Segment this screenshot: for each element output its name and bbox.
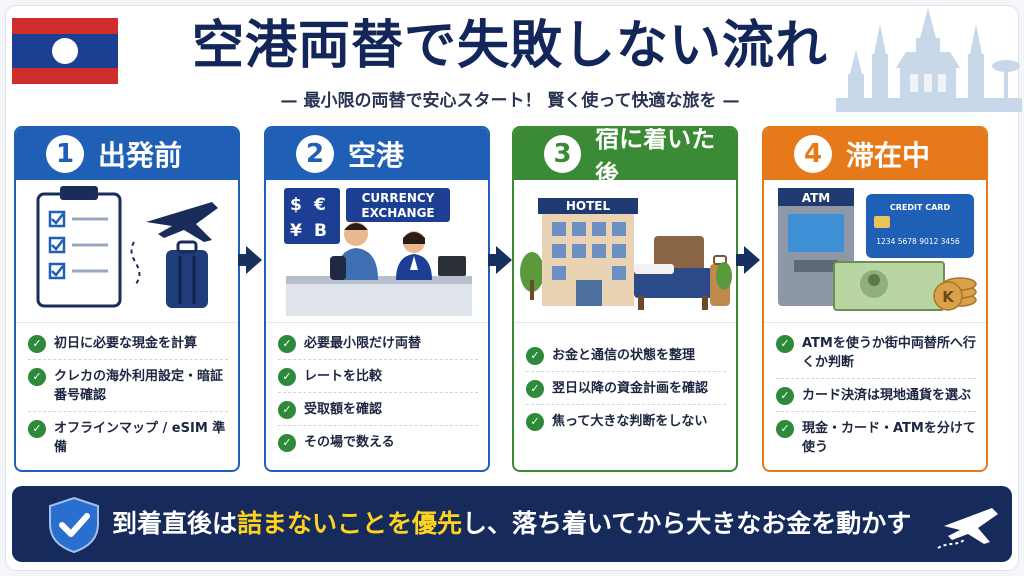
- summary-text-after: し、落ち着いてから大きなお金を動かす: [462, 509, 912, 538]
- step-card-2: 2 空港 $ € ¥ B CURRENCY EXCHANGE ✓ 必要最小限だけ両…: [264, 126, 490, 472]
- step-checklist: ✓ ATMを使うか街中両替所へ行くか判断 ✓ カード決済は現地通貨を選ぶ ✓ 現金・カ…: [764, 322, 986, 463]
- flow-arrow-tail: [736, 254, 746, 266]
- list-item: ✓ オフラインマップ / eSIM 準備: [28, 412, 228, 463]
- flow-arrow-icon: [744, 246, 760, 274]
- check-icon: ✓: [278, 434, 296, 452]
- currency-euro: €: [313, 195, 326, 215]
- item-text: 焦って大きな判断をしない: [552, 414, 708, 429]
- step-title: 空港: [348, 139, 405, 172]
- list-item: ✓ その場で数える: [278, 426, 478, 458]
- page-subtitle: — 最小限の両替で安心スタート！ 賢く使って快適な旅を —: [280, 91, 740, 111]
- item-text: オフラインマップ / eSIM 準備: [54, 421, 226, 455]
- item-text: お金と通信の状態を整理: [552, 348, 696, 363]
- list-item: ✓ 翌日以降の資金計画を確認: [526, 372, 726, 405]
- temple-skyline-icon: [836, 8, 1022, 112]
- step-checklist: ✓ 必要最小限だけ両替 ✓ レートを比較 ✓ 受取額を確認 ✓ その場で数える: [266, 322, 488, 458]
- airport-exchange-counter-illustration: $ € ¥ B CURRENCY EXCHANGE: [284, 188, 472, 316]
- check-icon: ✓: [28, 335, 46, 353]
- page-title: 空港両替で失敗しない流れ: [191, 16, 828, 76]
- item-text: レートを比較: [304, 369, 383, 384]
- card-number: 1234 5678 9012 3456: [876, 237, 960, 246]
- atm-card-cash-illustration: ATM CREDIT CARD 1234 5678 9012 3456 K: [778, 188, 977, 311]
- summary-banner: 到着直後は詰まないことを優先し、落ち着いてから大きなお金を動かす: [12, 486, 1012, 562]
- item-text: クレカの海外利用設定・暗証番号確認: [54, 369, 224, 403]
- summary-text-highlight: 詰まないことを優先: [237, 509, 463, 538]
- laos-flag-icon: [12, 18, 118, 84]
- list-item: ✓ レートを比較: [278, 360, 478, 393]
- item-text: ATMを使うか街中両替所へ行くか判断: [802, 336, 976, 370]
- hotel-sign: HOTEL: [566, 199, 611, 213]
- list-item: ✓ 焦って大きな判断をしない: [526, 405, 726, 437]
- atm-label: ATM: [802, 191, 830, 205]
- step-header: 4 滞在中: [764, 128, 986, 180]
- check-icon: ✓: [526, 413, 544, 431]
- step-title: 滞在中: [846, 139, 931, 172]
- list-item: ✓ お金と通信の状態を整理: [526, 339, 726, 372]
- check-icon: ✓: [278, 335, 296, 353]
- check-icon: ✓: [526, 347, 544, 365]
- step-checklist: ✓ お金と通信の状態を整理 ✓ 翌日以降の資金計画を確認 ✓ 焦って大きな判断をしない: [514, 322, 736, 437]
- hotel-bed-illustration: HOTEL: [520, 198, 732, 310]
- step-number: 3: [544, 135, 582, 173]
- flow-arrow-tail: [238, 254, 248, 266]
- summary-text-before: 到着直後は: [112, 509, 238, 538]
- exchange-sign-line1: CURRENCY: [362, 191, 435, 205]
- list-item: ✓ 現金・カード・ATMを分けて使う: [776, 412, 976, 463]
- flow-arrow-icon: [246, 246, 262, 274]
- list-item: ✓ 受取額を確認: [278, 393, 478, 426]
- check-icon: ✓: [776, 335, 794, 353]
- check-icon: ✓: [28, 368, 46, 386]
- step-card-3: 3 宿に着いた後 HOTEL ✓ お金と通信の状態を整理 ✓ 翌日以降の資金計画を確…: [512, 126, 738, 472]
- step-number: 4: [794, 135, 832, 173]
- item-text: 現金・カード・ATMを分けて使う: [802, 421, 976, 455]
- step-number: 2: [296, 135, 334, 173]
- step-header: 2 空港: [266, 128, 488, 180]
- item-text: カード決済は現地通貨を選ぶ: [802, 388, 972, 403]
- list-item: ✓ 初日に必要な現金を計算: [28, 327, 228, 360]
- currency-yen: ¥: [290, 221, 302, 241]
- check-icon: ✓: [28, 420, 46, 438]
- airplane-icon: [937, 508, 998, 549]
- item-text: 必要最小限だけ両替: [304, 336, 422, 351]
- step-title: 出発前: [98, 139, 183, 172]
- item-text: 初日に必要な現金を計算: [54, 336, 198, 351]
- summary-text: 到着直後は詰まないことを優先し、落ち着いてから大きなお金を動かす: [112, 486, 922, 562]
- check-icon: ✓: [278, 368, 296, 386]
- step-checklist: ✓ 初日に必要な現金を計算 ✓ クレカの海外利用設定・暗証番号確認 ✓ オフラインマッ…: [16, 322, 238, 463]
- currency-dollar: $: [290, 195, 302, 215]
- check-icon: ✓: [278, 401, 296, 419]
- kip-coin-symbol: K: [942, 288, 955, 306]
- step-card-1: 1 出発前 ✓ 初日に必要な現金を計算 ✓ クレカの海外利用設定・暗証番号確認 ✓ オ…: [14, 126, 240, 472]
- list-item: ✓ カード決済は現地通貨を選ぶ: [776, 379, 976, 412]
- item-text: 翌日以降の資金計画を確認: [552, 381, 709, 396]
- step-card-4: 4 滞在中 ATM CREDIT CARD 1234 5678 9012 345…: [762, 126, 988, 472]
- card-label: CREDIT CARD: [890, 203, 951, 212]
- step-header: 3 宿に着いた後: [514, 128, 736, 188]
- list-item: ✓ ATMを使うか街中両替所へ行くか判断: [776, 327, 976, 379]
- step-title: 宿に着いた後: [595, 126, 716, 188]
- shield-check-icon: [49, 496, 99, 554]
- currency-baht: B: [314, 221, 327, 241]
- flow-arrow-icon: [496, 246, 512, 274]
- item-text: 受取額を確認: [304, 402, 383, 417]
- list-item: ✓ 必要最小限だけ両替: [278, 327, 478, 360]
- step-number: 1: [46, 135, 84, 173]
- exchange-sign-line2: EXCHANGE: [361, 206, 434, 220]
- flag-white-disc: [52, 38, 78, 64]
- list-item: ✓ クレカの海外利用設定・暗証番号確認: [28, 360, 228, 412]
- check-icon: ✓: [526, 380, 544, 398]
- checklist-plane-suitcase-illustration: [36, 186, 218, 308]
- step-header: 1 出発前: [16, 128, 238, 180]
- flow-arrow-tail: [488, 254, 498, 266]
- check-icon: ✓: [776, 420, 794, 438]
- check-icon: ✓: [776, 387, 794, 405]
- item-text: その場で数える: [304, 435, 395, 450]
